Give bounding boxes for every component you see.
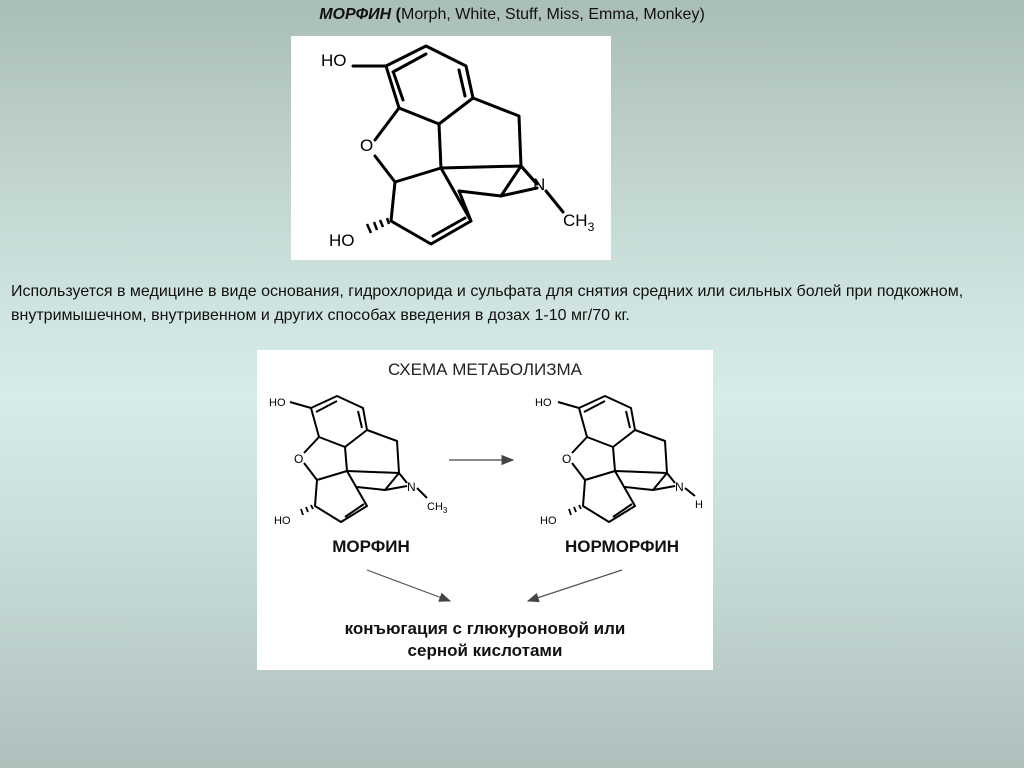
left-ho-top: HO: [269, 397, 286, 409]
left-ho-bottom: HO: [274, 515, 291, 527]
label-normorphine: НОРМОРФИН: [565, 537, 679, 556]
label-morphine: МОРФИН: [332, 537, 410, 556]
conjugation-line2: серной кислотами: [408, 641, 563, 660]
struct-n: N: [533, 175, 545, 194]
struct-o: O: [360, 136, 373, 155]
right-ho-bottom: HO: [540, 515, 557, 527]
morphine-structure-figure: HO O N CH3 HO: [291, 36, 611, 260]
metabolism-scheme-figure: СХЕМА МЕТАБОЛИЗМА HO O N CH3: [257, 350, 713, 670]
title-paren: (: [395, 6, 401, 23]
arrow-left-to-conjugation: [366, 569, 452, 602]
right-n: N: [675, 480, 684, 494]
right-h: H: [695, 499, 703, 511]
slide-title: МОРФИН (Morph, White, Stuff, Miss, Emma,…: [0, 6, 1024, 24]
struct-ch3: CH3: [563, 211, 595, 234]
struct-ho-top: HO: [321, 51, 347, 70]
arrow-right-to-conjugation: [526, 569, 623, 603]
title-synonyms: Morph, White, Stuff, Miss, Emma, Monkey): [401, 6, 705, 23]
right-ho-top: HO: [535, 397, 552, 409]
left-ch3: CH3: [427, 501, 448, 515]
conjugation-line1: конъюгация с глюкуроновой или: [345, 619, 626, 638]
metabolism-scheme-svg: СХЕМА МЕТАБОЛИЗМА HO O N CH3: [269, 360, 703, 660]
scheme-title: СХЕМА МЕТАБОЛИЗМА: [388, 360, 583, 379]
title-name: МОРФИН: [319, 6, 392, 23]
right-o: O: [562, 452, 571, 466]
left-n: N: [407, 480, 416, 494]
struct-ho-bottom: HO: [329, 231, 355, 250]
morphine-structure-svg: HO O N CH3 HO: [321, 44, 595, 250]
description-text: Используется в медицине в виде основания…: [11, 283, 964, 324]
left-o: O: [294, 452, 303, 466]
